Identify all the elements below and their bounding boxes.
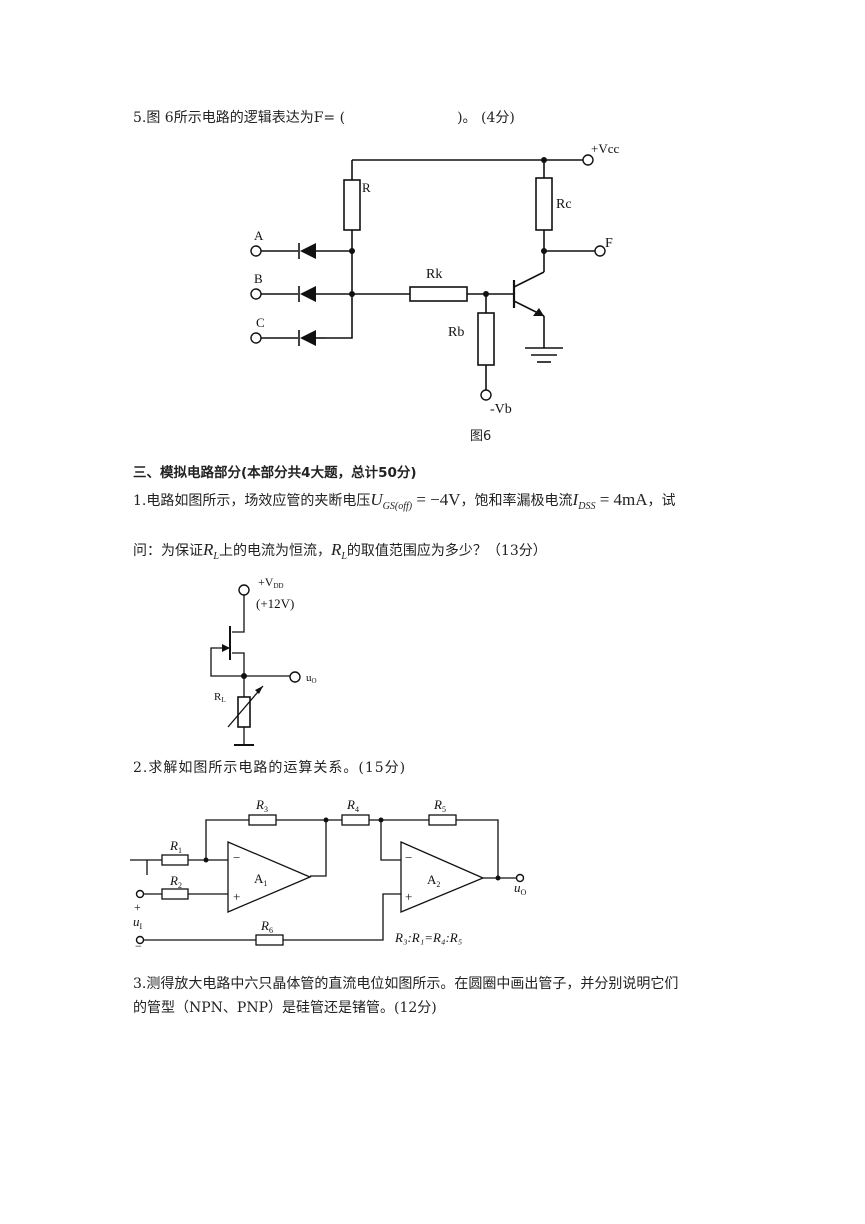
svg-text:−: −: [405, 850, 412, 865]
diode-c: [300, 330, 316, 346]
label-uo2: uO: [514, 880, 527, 897]
label-ratio: R₃:R₁=R₄:R₅: [394, 930, 462, 945]
ugs-symbol: UGS(off) = −4V: [370, 490, 461, 512]
svg-text:−: −: [135, 939, 142, 953]
resistor-rb: [477, 312, 495, 366]
q5-text: 5.图 6所示电路的逻辑表达为F= ( )。 (4分): [133, 107, 515, 127]
idss-symbol: IDSS = 4mA: [572, 490, 648, 512]
label-rk: Rk: [426, 267, 442, 282]
figure-6-caption: 图6: [470, 429, 492, 444]
f-terminal: [594, 245, 606, 257]
label-vdd-value: (+12V): [256, 596, 294, 611]
label-a1: A1: [254, 871, 267, 888]
q3-line1: 3.测得放大电路中六只晶体管的直流电位如图所示。在圆圈中画出管子，并分别说明它们: [133, 976, 679, 992]
uo-output-terminal: [515, 873, 525, 883]
resistor-rl: [237, 696, 251, 728]
label-r1: R1: [169, 838, 182, 855]
diode-a: [300, 243, 316, 259]
q1-line2: 问：为保证RL上的电流为恒流，RL的取值范围应为多少？（13分）: [133, 540, 547, 562]
label-rl: RL: [214, 691, 226, 704]
opamp-a2: [400, 841, 485, 913]
q5-text-prefix: 5.图 6所示电路的逻辑表达为F= (: [133, 110, 346, 126]
resistor-r2: [161, 888, 189, 900]
resistor-r4: [341, 814, 370, 826]
resistor-rk: [409, 286, 468, 302]
label-r3: R3: [255, 797, 268, 814]
vdd-terminal: [238, 584, 250, 596]
label-ui: uI: [133, 914, 143, 931]
q3-line2: 的管型（NPN、PNP）是硅管还是锗管。(12分): [133, 1000, 437, 1016]
q1-line1: 1.电路如图所示，场效应管的夹断电压UGS(off) = −4V，饱和率漏极电流…: [133, 490, 676, 512]
label-r: R: [362, 180, 371, 195]
label-rb: Rb: [448, 325, 464, 340]
resistor-r: [343, 179, 361, 231]
label-f: F: [605, 236, 613, 251]
label-a2: A2: [427, 872, 440, 889]
opamp-a1: [227, 841, 312, 913]
section-3-heading: 三、模拟电路部分(本部分共4大题，总计50分): [133, 465, 417, 481]
label-r4: R4: [346, 797, 359, 814]
q5-text-suffix: )。 (4分): [457, 110, 515, 126]
resistor-rc: [535, 177, 553, 231]
svg-text:+: +: [233, 889, 240, 904]
label-r2: R2: [169, 873, 182, 890]
label-b: B: [254, 271, 263, 286]
label-uo: uO: [306, 672, 317, 685]
resistor-r3: [248, 814, 277, 826]
vcc-terminal: [582, 154, 594, 166]
label-vdd: +VDD: [258, 575, 284, 590]
svg-text:−: −: [233, 850, 240, 865]
resistor-r5: [428, 814, 457, 826]
label-a: A: [254, 228, 264, 243]
q2-text: 2.求解如图所示电路的运算关系。(15分): [133, 760, 407, 776]
label-r5: R5: [433, 797, 446, 814]
label-vb: -Vb: [490, 402, 512, 417]
uo-terminal: [289, 671, 301, 683]
label-c: C: [256, 315, 265, 330]
resistor-r1: [161, 854, 189, 866]
svg-text:+: +: [134, 900, 141, 914]
label-rc: Rc: [556, 197, 572, 212]
label-r6: R6: [260, 918, 273, 935]
diode-b: [300, 286, 316, 302]
label-vcc: +Vcc: [591, 141, 619, 156]
resistor-r6: [255, 934, 284, 946]
svg-text:+: +: [405, 889, 412, 904]
